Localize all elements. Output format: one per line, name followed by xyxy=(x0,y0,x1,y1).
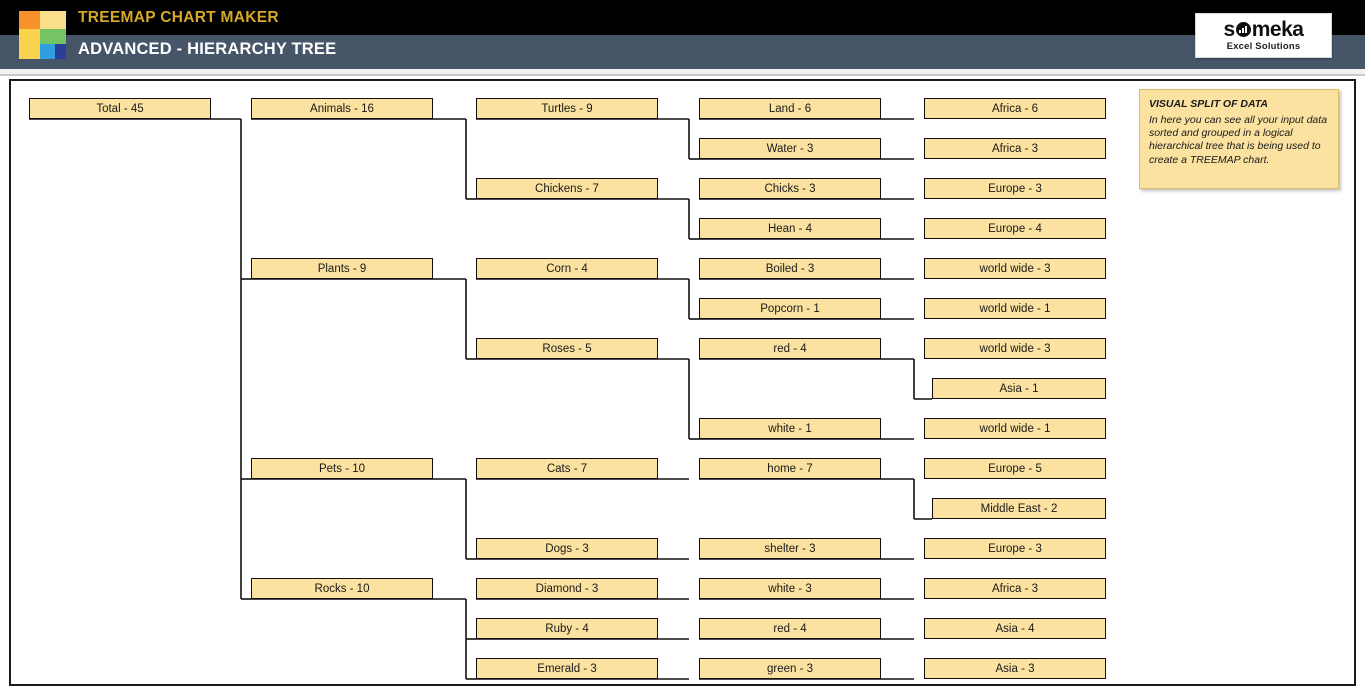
tree-node-popcorn[interactable]: Popcorn - 1 xyxy=(699,298,881,319)
header-sub-bar xyxy=(0,35,1365,69)
tree-node-water[interactable]: Water - 3 xyxy=(699,138,881,159)
page-title: ADVANCED - HIERARCHY TREE xyxy=(78,40,337,58)
note-title: VISUAL SPLIT OF DATA xyxy=(1149,98,1269,110)
someka-word-tail: meka xyxy=(1251,18,1304,41)
tree-node-chicks[interactable]: Chicks - 3 xyxy=(699,178,881,199)
tree-node-asia3[interactable]: Asia - 3 xyxy=(924,658,1106,679)
tree-node-dogs[interactable]: Dogs - 3 xyxy=(476,538,658,559)
someka-bar-chart-icon xyxy=(1235,22,1251,37)
tree-node-roses[interactable]: Roses - 5 xyxy=(476,338,658,359)
tree-node-europe3a[interactable]: Europe - 3 xyxy=(924,178,1106,199)
tree-node-red4[interactable]: red - 4 xyxy=(699,338,881,359)
tree-node-chickens[interactable]: Chickens - 7 xyxy=(476,178,658,199)
brand-title: TREEMAP CHART MAKER xyxy=(78,9,279,26)
tree-node-land[interactable]: Land - 6 xyxy=(699,98,881,119)
tree-node-rocks[interactable]: Rocks - 10 xyxy=(251,578,433,599)
tree-node-europe3b[interactable]: Europe - 3 xyxy=(924,538,1106,559)
tree-node-europe4[interactable]: Europe - 4 xyxy=(924,218,1106,239)
tree-node-africa6[interactable]: Africa - 6 xyxy=(924,98,1106,119)
tree-node-ww1a[interactable]: world wide - 1 xyxy=(924,298,1106,319)
visual-split-note: VISUAL SPLIT OF DATA In here you can see… xyxy=(1139,89,1339,189)
tree-node-white1[interactable]: white - 1 xyxy=(699,418,881,439)
tree-node-asia4[interactable]: Asia - 4 xyxy=(924,618,1106,639)
tree-node-home7[interactable]: home - 7 xyxy=(699,458,881,479)
tree-node-green3[interactable]: green - 3 xyxy=(699,658,881,679)
tree-connector-lines xyxy=(29,118,932,680)
tree-node-total[interactable]: Total - 45 xyxy=(29,98,211,119)
treemap-blocks-icon xyxy=(19,11,66,59)
tree-node-turtles[interactable]: Turtles - 9 xyxy=(476,98,658,119)
tree-node-layer: Total - 45 Animals - 16 Plants - 9 Pets - 1… xyxy=(11,81,1354,684)
tree-node-ww3a[interactable]: world wide - 3 xyxy=(924,258,1106,279)
tree-node-cats[interactable]: Cats - 7 xyxy=(476,458,658,479)
someka-word-head: s xyxy=(1223,18,1236,41)
tree-node-red4b[interactable]: red - 4 xyxy=(699,618,881,639)
someka-wordmark: s meka xyxy=(1224,19,1304,40)
tree-node-africa3a[interactable]: Africa - 3 xyxy=(924,138,1106,159)
tree-node-diamond[interactable]: Diamond - 3 xyxy=(476,578,658,599)
tree-node-ruby[interactable]: Ruby - 4 xyxy=(476,618,658,639)
tree-node-animals[interactable]: Animals - 16 xyxy=(251,98,433,119)
tree-node-ww1b[interactable]: world wide - 1 xyxy=(924,418,1106,439)
tree-node-africa3b[interactable]: Africa - 3 xyxy=(924,578,1106,599)
someka-tagline: Excel Solutions xyxy=(1226,41,1301,52)
note-body: In here you can see all your input data … xyxy=(1149,114,1328,166)
tree-node-europe5[interactable]: Europe - 5 xyxy=(924,458,1106,479)
header-divider xyxy=(0,69,1365,76)
tree-node-plants[interactable]: Plants - 9 xyxy=(251,258,433,279)
tree-node-mideast2[interactable]: Middle East - 2 xyxy=(932,498,1106,519)
tree-node-asia1[interactable]: Asia - 1 xyxy=(932,378,1106,399)
tree-node-hean[interactable]: Hean - 4 xyxy=(699,218,881,239)
someka-logo: s meka Excel Solutions xyxy=(1195,13,1332,58)
tree-node-white3[interactable]: white - 3 xyxy=(699,578,881,599)
tree-node-boiled[interactable]: Boiled - 3 xyxy=(699,258,881,279)
header-top-bar xyxy=(0,0,1365,35)
hierarchy-tree-canvas: Total - 45 Animals - 16 Plants - 9 Pets - 1… xyxy=(9,79,1356,686)
tree-node-pets[interactable]: Pets - 10 xyxy=(251,458,433,479)
tree-node-shelter3[interactable]: shelter - 3 xyxy=(699,538,881,559)
tree-node-corn[interactable]: Corn - 4 xyxy=(476,258,658,279)
tree-node-emerald[interactable]: Emerald - 3 xyxy=(476,658,658,679)
tree-node-ww3b[interactable]: world wide - 3 xyxy=(924,338,1106,359)
